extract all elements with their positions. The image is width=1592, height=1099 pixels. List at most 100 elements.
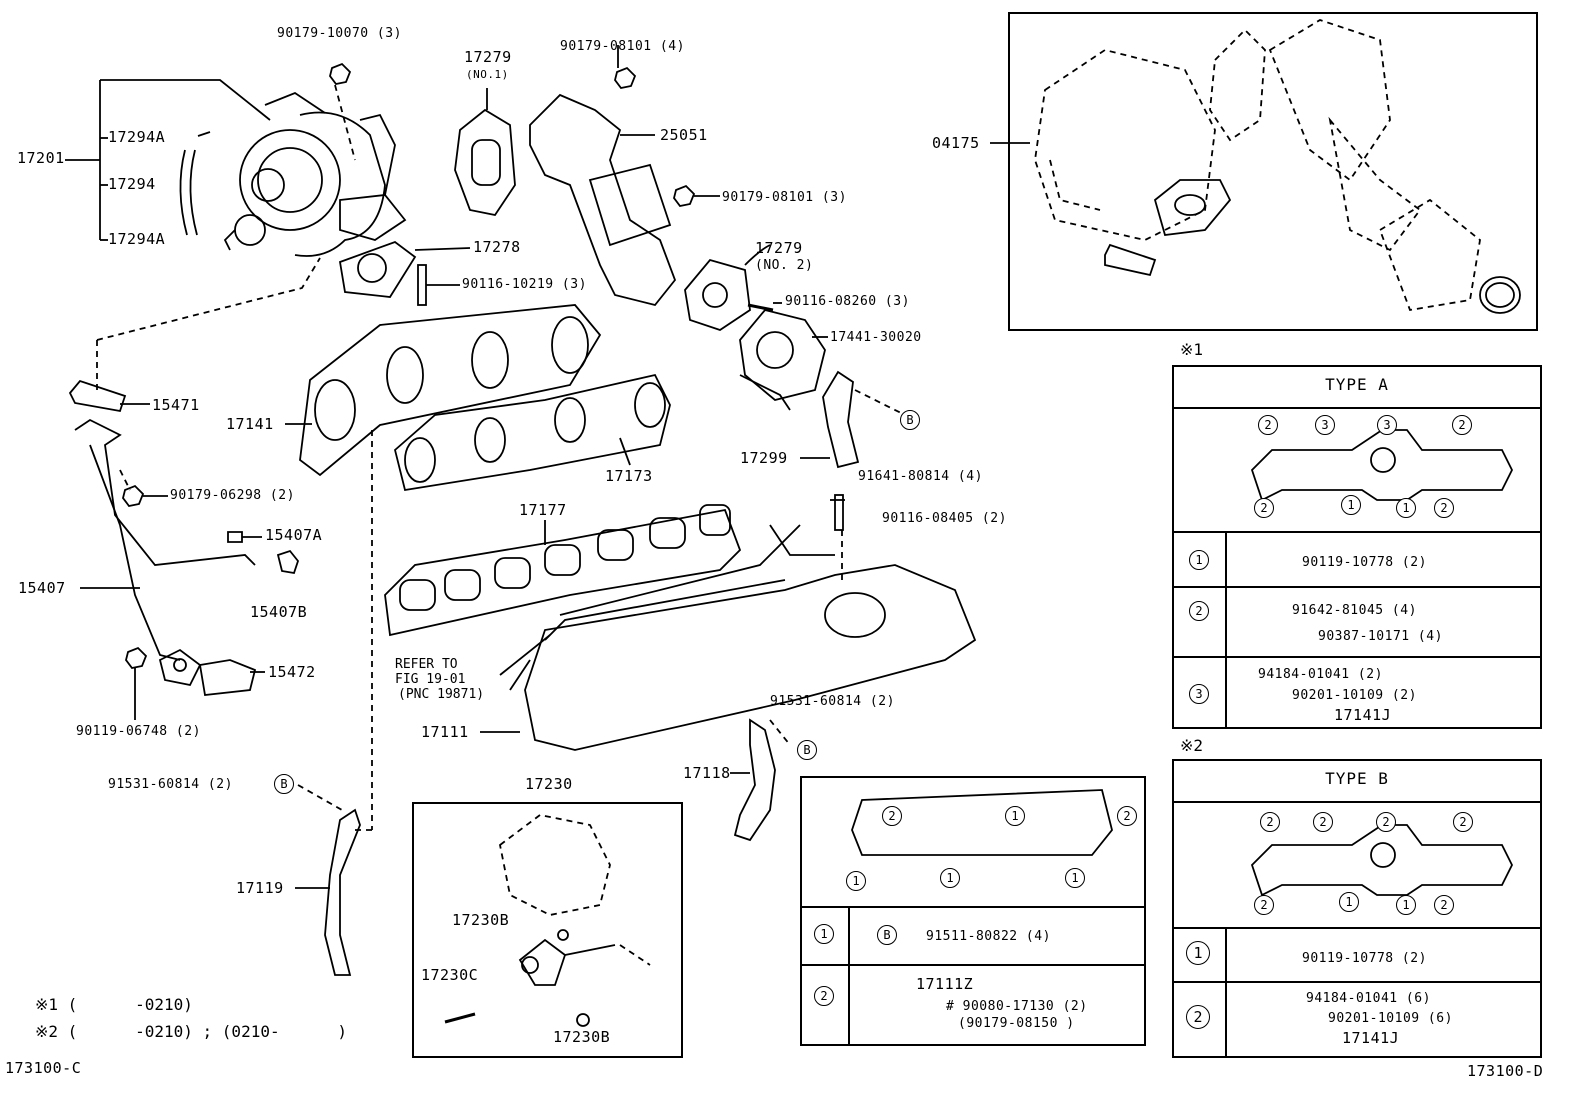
label-17441-30020: 17441-30020 xyxy=(830,330,922,345)
mid-row-2-part-a: 17111Z xyxy=(916,975,974,993)
type-a-row-2-part-a: 91642-81045 (4) xyxy=(1292,603,1417,618)
label-17111: 17111 xyxy=(421,723,469,741)
label-17299: 17299 xyxy=(740,449,788,467)
label-15471: 15471 xyxy=(152,396,200,414)
label-90179-06298: 90179-06298 (2) xyxy=(170,488,295,503)
label-17230C: 17230C xyxy=(421,966,479,984)
type-a-top-3a: 3 xyxy=(1315,415,1335,435)
type-b-top-2b: 2 xyxy=(1313,812,1333,832)
label-90179-10070: 90179-10070 (3) xyxy=(277,26,402,41)
type-b-title: TYPE B xyxy=(1325,769,1389,788)
type-a-row-2-part-b: 90387-10171 (4) xyxy=(1318,629,1443,644)
label-17279-no2: 17279 xyxy=(755,239,803,257)
leader-17201 xyxy=(100,79,271,121)
mid-row-2-key: 2 xyxy=(814,986,834,1006)
type-b-row-1-key: 1 xyxy=(1186,941,1210,965)
label-90179-08101-4: 90179-08101 (4) xyxy=(560,39,685,54)
type-a-title: TYPE A xyxy=(1325,375,1389,394)
mid-pos-1a: 1 xyxy=(1005,806,1025,826)
label-91531-60814-mid: 91531-60814 (2) xyxy=(770,694,895,709)
label-25051: 25051 xyxy=(660,126,708,144)
label-17230B-top: 17230B xyxy=(452,911,510,929)
label-17177: 17177 xyxy=(519,501,567,519)
turbocharger-assembly xyxy=(223,91,407,257)
label-17230B-bottom: 17230B xyxy=(553,1028,611,1046)
label-04175: 04175 xyxy=(932,134,980,152)
label-17294A-bottom: 17294A xyxy=(108,230,166,248)
type-a-top-2a: 2 xyxy=(1258,415,1278,435)
type-b-top-2d: 2 xyxy=(1453,812,1473,832)
label-17294: 17294 xyxy=(108,175,156,193)
type-b-row-2-part-a: 94184-01041 (6) xyxy=(1306,991,1431,1006)
label-17278: 17278 xyxy=(473,238,521,256)
mid-pos-2a: 2 xyxy=(882,806,902,826)
callout-b-91531-mid: B xyxy=(797,740,817,760)
note-star2-range: ※2 ( -0210) ; (0210- ) xyxy=(35,1022,348,1041)
note-star1-range: ※1 ( -0210) xyxy=(35,995,193,1014)
type-a-bot-2a: 2 xyxy=(1254,498,1274,518)
type-b-bot-1b: 1 xyxy=(1396,895,1416,915)
refer-line-1: REFER TO xyxy=(395,657,458,672)
type-a-row-3-part-c: 17141J xyxy=(1334,706,1392,724)
type-b-row-1-part: 90119-10778 (2) xyxy=(1302,951,1427,966)
figure-code-right: 173100-D xyxy=(1467,1062,1544,1080)
type-a-top-2b: 2 xyxy=(1452,415,1472,435)
mid-pos-2b: 2 xyxy=(1117,806,1137,826)
star1-marker: ※1 xyxy=(1180,340,1204,359)
mid-row-1-part: 91511-80822 (4) xyxy=(926,929,1051,944)
type-a-bot-2b: 2 xyxy=(1434,498,1454,518)
label-15472: 15472 xyxy=(268,663,316,681)
type-b-top-2a: 2 xyxy=(1260,812,1280,832)
label-17119: 17119 xyxy=(236,879,284,897)
type-b-row-2-part-b: 90201-10109 (6) xyxy=(1328,1011,1453,1026)
type-b-bot-2a: 2 xyxy=(1254,895,1274,915)
type-a-table: TYPE A 2 3 3 2 2 1 1 2 1 90119-10778 (2)… xyxy=(1172,365,1542,729)
label-90116-10219: 90116-10219 (3) xyxy=(462,277,587,292)
type-a-gasket xyxy=(1250,429,1514,502)
mid-row-2-part-c: (90179-08150 ) xyxy=(958,1016,1075,1031)
label-15407: 15407 xyxy=(18,579,66,597)
type-b-row-2-part-c: 17141J xyxy=(1342,1029,1400,1047)
label-17279-no1: 17279 xyxy=(464,48,512,66)
mid-pos-1d: 1 xyxy=(1065,868,1085,888)
label-17173: 17173 xyxy=(605,467,653,485)
type-b-bot-2b: 2 xyxy=(1434,895,1454,915)
label-17294A-top: 17294A xyxy=(108,128,166,146)
mid-row-2-part-b: # 90080-17130 (2) xyxy=(946,999,1088,1014)
type-a-row-1-part: 90119-10778 (2) xyxy=(1302,555,1427,570)
kit-04175-box xyxy=(1008,12,1538,331)
callout-b-91531-left: B xyxy=(274,774,294,794)
type-a-row-2-key: 2 xyxy=(1189,601,1209,621)
type-a-bot-1b: 1 xyxy=(1396,498,1416,518)
mid-pos-1c: 1 xyxy=(940,868,960,888)
label-17230: 17230 xyxy=(525,775,573,793)
label-91531-60814-left: 91531-60814 (2) xyxy=(108,777,233,792)
type-b-row-2-key: 2 xyxy=(1186,1005,1210,1029)
label-17141: 17141 xyxy=(226,415,274,433)
type-a-row-3-key: 3 xyxy=(1189,684,1209,704)
label-91641-80814: 91641-80814 (4) xyxy=(858,469,983,484)
mid-bolt-table: 2 1 2 1 1 1 1 B 91511-80822 (4) 2 17111Z… xyxy=(800,776,1146,1046)
type-a-top-3b: 3 xyxy=(1377,415,1397,435)
label-17279-no2-sub: (NO. 2) xyxy=(755,258,814,273)
label-17279-no1-sub: (NO.1) xyxy=(466,68,509,81)
label-15407B: 15407B xyxy=(250,603,308,621)
refer-line-2: FIG 19-01 xyxy=(395,672,466,687)
type-b-top-2c: 2 xyxy=(1376,812,1396,832)
mid-row-1-b: B xyxy=(877,925,897,945)
mid-row-1-key: 1 xyxy=(814,924,834,944)
label-15407A: 15407A xyxy=(265,526,323,544)
label-90119-06748: 90119-06748 (2) xyxy=(76,724,201,739)
refer-line-3: (PNC 19871) xyxy=(398,687,485,702)
type-b-bot-1a: 1 xyxy=(1339,892,1359,912)
mid-pos-1b: 1 xyxy=(846,871,866,891)
label-17201: 17201 xyxy=(17,149,65,167)
type-b-gasket xyxy=(1250,824,1514,897)
type-a-bot-1a: 1 xyxy=(1341,495,1361,515)
box-17230 xyxy=(412,802,683,1058)
callout-b-91641: B xyxy=(900,410,920,430)
label-17118: 17118 xyxy=(683,764,731,782)
star2-marker: ※2 xyxy=(1180,736,1204,755)
label-90116-08405: 90116-08405 (2) xyxy=(882,511,1007,526)
